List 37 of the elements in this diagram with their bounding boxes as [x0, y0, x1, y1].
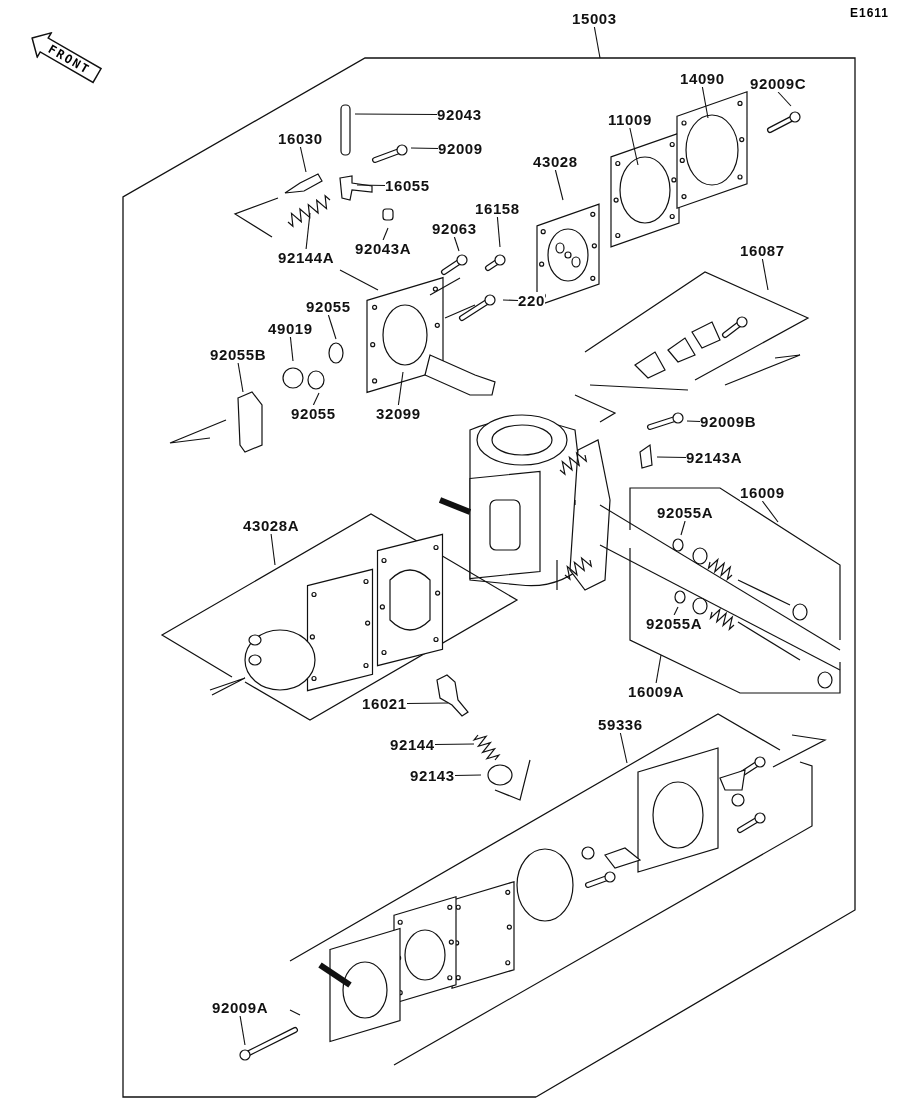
part-number: 220	[518, 292, 545, 309]
leader-line	[289, 336, 294, 362]
leader-line	[761, 258, 769, 291]
leader-line	[299, 146, 307, 173]
leader-line	[382, 227, 389, 241]
leader-line	[237, 362, 244, 393]
leader-line	[701, 86, 709, 119]
leader-line	[239, 1015, 246, 1046]
leader-line	[496, 216, 501, 248]
leader-line	[356, 184, 386, 187]
leader-line	[629, 127, 639, 166]
leader-line	[554, 169, 564, 201]
leader-line	[619, 732, 628, 764]
drawing-code: E1611	[850, 6, 890, 20]
leader-line	[406, 702, 449, 705]
leader-line	[761, 500, 779, 523]
leader-line	[673, 606, 679, 616]
leader-line	[327, 314, 337, 340]
leader-line	[453, 236, 460, 252]
leader-line	[454, 774, 482, 777]
leader-line	[593, 26, 601, 59]
part-number: 92043A	[355, 240, 412, 257]
leader-line	[655, 654, 662, 684]
leader-line	[680, 520, 686, 536]
part-number: 92055A	[646, 615, 703, 632]
leader-line	[410, 147, 439, 150]
leader-line	[312, 392, 320, 406]
leader-line	[502, 299, 519, 302]
leader-line	[686, 420, 701, 423]
leader-line	[305, 212, 311, 250]
leader-line	[270, 533, 276, 566]
leader-line	[434, 743, 475, 746]
leader-line	[397, 371, 404, 406]
leader-line	[354, 113, 438, 116]
part-number: 92055	[291, 405, 336, 422]
leader-line	[777, 91, 792, 107]
leader-line	[656, 456, 687, 459]
